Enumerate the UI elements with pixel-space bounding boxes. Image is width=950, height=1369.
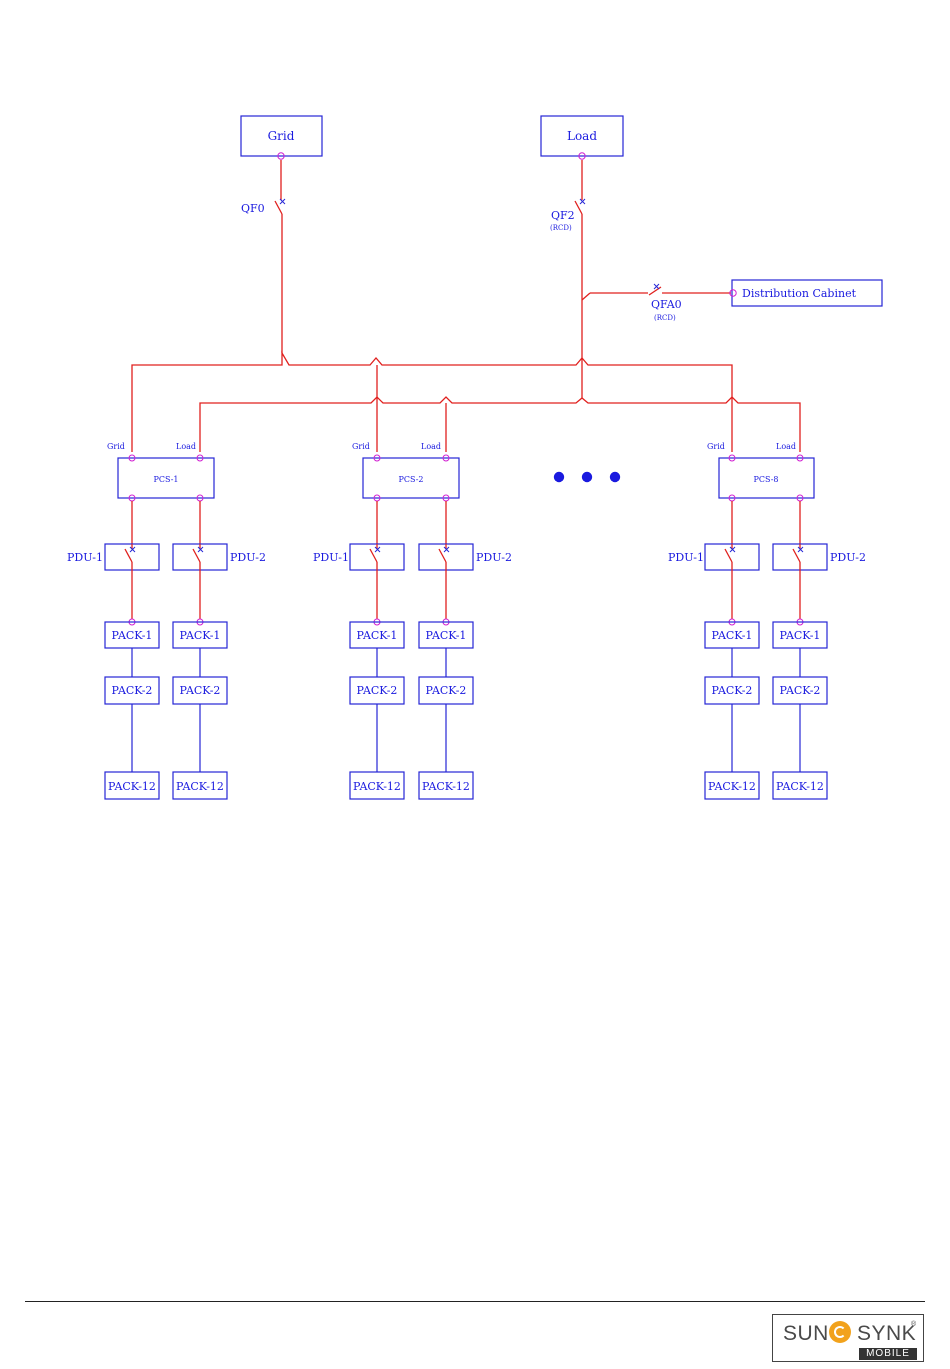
pack-label: PACK-2: [426, 684, 467, 697]
pcs-unit: Grid Load PCS-8 PDU-1 PDU-2 PACK-1 PACK-…: [668, 442, 866, 799]
pcs-load-port-label: Load: [176, 442, 196, 451]
pcs-label: PCS-1: [153, 475, 178, 484]
pack-label: PACK-1: [712, 629, 753, 642]
footer-divider: [25, 1301, 925, 1302]
pdu-2-switch: [193, 544, 203, 619]
pack-label: PACK-12: [353, 780, 401, 793]
pdu-2-label: PDU-2: [830, 551, 866, 564]
pack-label: PACK-1: [112, 629, 153, 642]
grid-label: Grid: [268, 129, 295, 143]
pcs-grid-port-label: Grid: [352, 442, 370, 451]
pack-label: PACK-12: [176, 780, 224, 793]
pcs-grid-port-label: Grid: [107, 442, 125, 451]
load-label: Load: [567, 129, 597, 143]
pdu-2-switch: [439, 544, 449, 619]
logo-text-sun: SUN: [783, 1322, 829, 1346]
qf2-breaker: [575, 160, 585, 398]
qf2-note: (RCD): [550, 224, 572, 232]
pcs-unit: Grid Load PCS-1 PDU-1 PDU-2 PACK-1 PACK-…: [67, 442, 266, 799]
pack-label: PACK-2: [180, 684, 221, 697]
pack-label: PACK-1: [180, 629, 221, 642]
pcs-label: PCS-8: [753, 475, 778, 484]
pdu-1-switch: [725, 544, 735, 619]
registered-mark: ®: [911, 1321, 916, 1328]
pack-label: PACK-2: [112, 684, 153, 697]
pdu-1-switch: [125, 544, 135, 619]
qf0-breaker: [275, 160, 285, 353]
pack-label: PACK-1: [357, 629, 398, 642]
pack-label: PACK-12: [422, 780, 470, 793]
pack-label: PACK-2: [780, 684, 821, 697]
pdu-2-switch: [793, 544, 803, 619]
pack-label: PACK-1: [780, 629, 821, 642]
ellipsis-dot: [582, 472, 592, 482]
pdu-1-switch: [370, 544, 380, 619]
ellipsis-dot: [554, 472, 564, 482]
ellipsis-dot: [610, 472, 620, 482]
sunsynk-logo: SUN SYNK ® MOBILE: [772, 1314, 924, 1362]
pcs-label: PCS-2: [398, 475, 423, 484]
logo-text-synk: SYNK: [857, 1322, 916, 1346]
pack-label: PACK-12: [776, 780, 824, 793]
pcs-load-port-label: Load: [421, 442, 441, 451]
distribution-label: Distribution Cabinet: [742, 287, 857, 300]
pack-label: PACK-2: [357, 684, 398, 697]
qfa0-note: (RCD): [654, 314, 676, 322]
pack-label: PACK-12: [708, 780, 756, 793]
pcs-unit: Grid Load PCS-2 PDU-1 PDU-2 PACK-1 PACK-…: [313, 442, 512, 799]
pdu-1-label: PDU-1: [67, 551, 103, 564]
qf0-label: QF0: [241, 202, 265, 215]
pdu-2-label: PDU-2: [230, 551, 266, 564]
pack-label: PACK-12: [108, 780, 156, 793]
pdu-1-label: PDU-1: [313, 551, 349, 564]
qfa0-label: QFA0: [651, 298, 682, 311]
pack-label: PACK-2: [712, 684, 753, 697]
more-units-ellipsis: [554, 472, 620, 482]
system-wiring-diagram: Grid Load QF0 QF2 (RCD) QFA0 (RCD) Distr…: [0, 0, 950, 1300]
sun-swirl-icon: [829, 1321, 851, 1343]
pdu-2-label: PDU-2: [476, 551, 512, 564]
pcs-grid-port-label: Grid: [707, 442, 725, 451]
logo-text-mobile: MOBILE: [859, 1348, 917, 1360]
pack-label: PACK-1: [426, 629, 467, 642]
pdu-1-label: PDU-1: [668, 551, 704, 564]
qf2-label: QF2: [551, 209, 575, 222]
pcs-load-port-label: Load: [776, 442, 796, 451]
